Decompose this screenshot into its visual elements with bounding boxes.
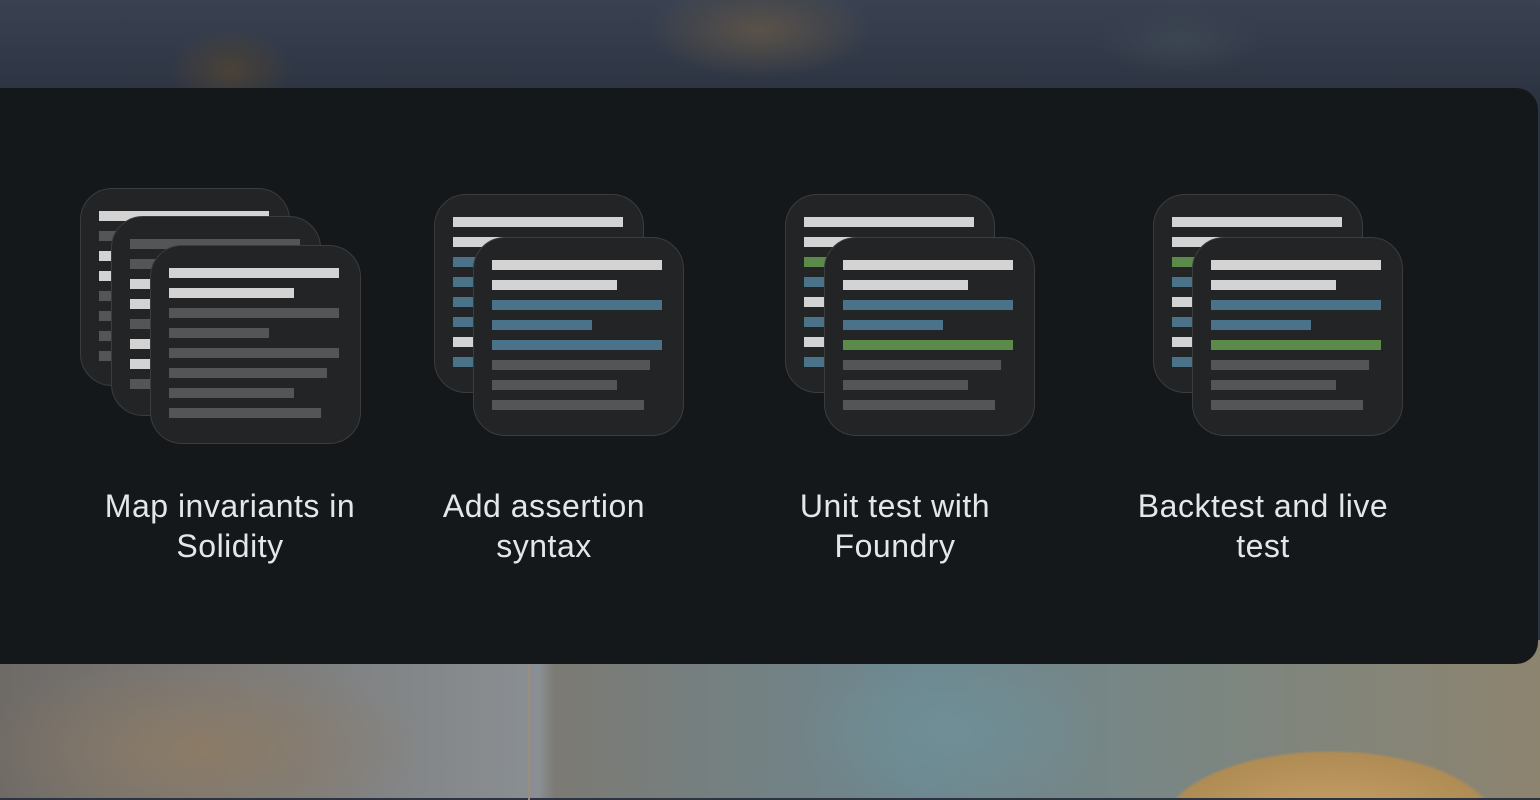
background-road [528,660,530,800]
step-map-invariants: Map invariants in Solidity [80,88,400,664]
step-label: Add assertion syntax [442,488,646,564]
step-label: Unit test with Foundry [799,488,991,564]
step-unit-test: Unit test with Foundry [785,88,1085,664]
background-mountains [0,0,1540,100]
step-label: Backtest and live test [1137,488,1389,564]
step-backtest: Backtest and live test [1138,88,1453,664]
background-landscape [0,640,1540,798]
step-add-assertion: Add assertion syntax [434,88,734,664]
step-label: Map invariants in Solidity [104,488,356,564]
workflow-panel: Map invariants in Solidity [0,88,1538,664]
